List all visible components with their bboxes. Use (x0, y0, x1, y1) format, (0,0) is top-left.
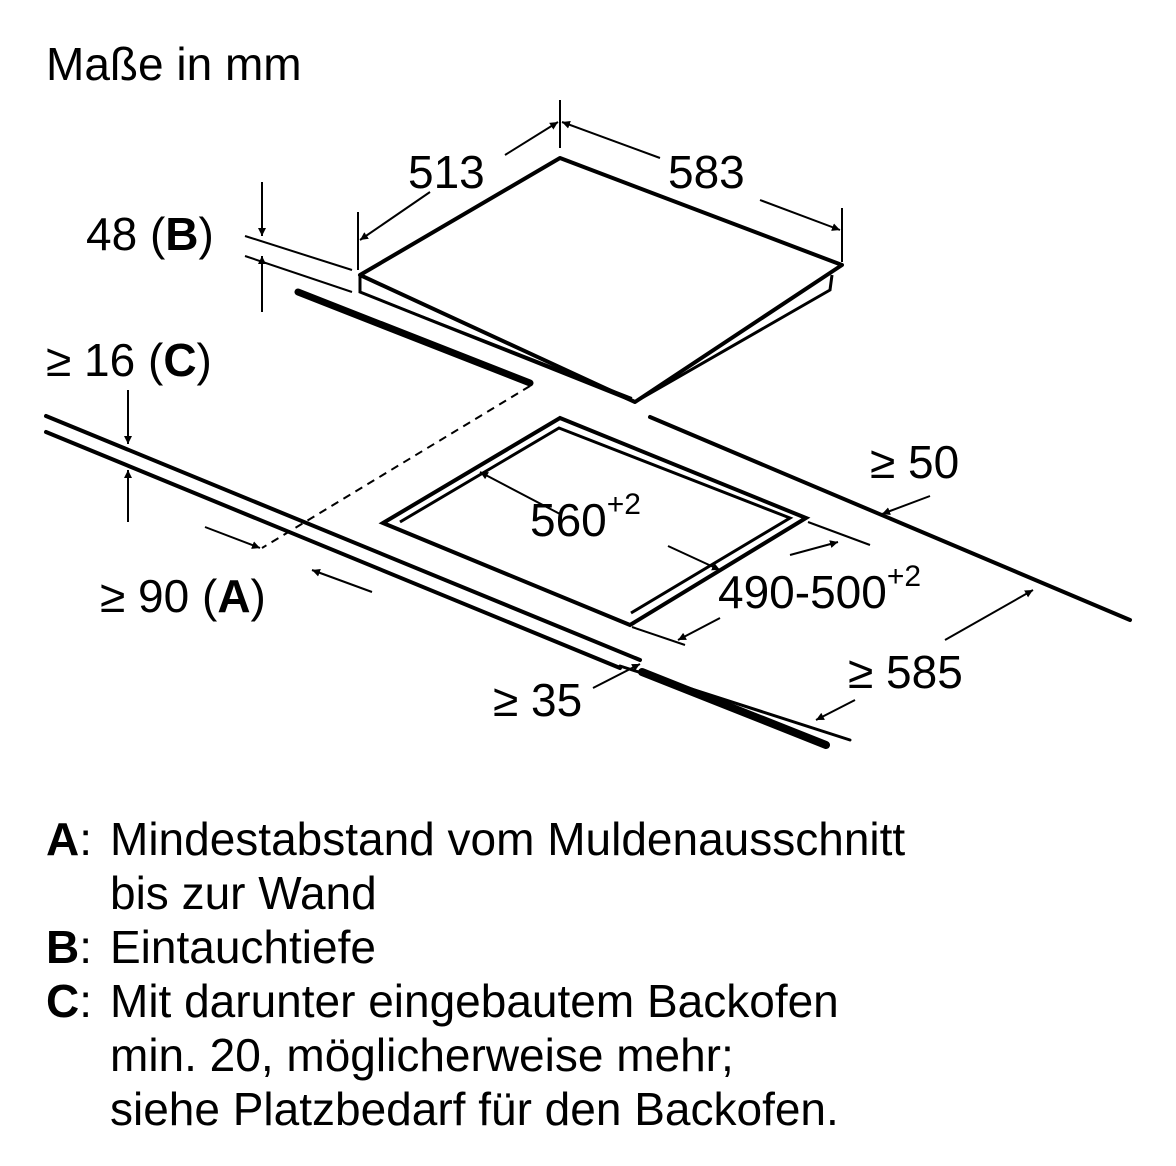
front-gap-label: ≥ 35 (493, 674, 582, 726)
legend-item-b: B: Eintauchtiefe (46, 920, 1156, 974)
depth-label: 583 (668, 146, 745, 198)
wall-gap-label: ≥ 90 (A) (100, 570, 266, 622)
counter-depth-label: ≥ 585 (848, 646, 963, 698)
legend-text: siehe Platzbedarf für den Backofen. (110, 1083, 839, 1135)
cutout-width-label: 560+2 (530, 488, 641, 546)
legend-item-a: A: Mindestabstand vom Muldenausschnitt b… (46, 812, 1156, 920)
hidden-edge (261, 385, 531, 549)
below-gap-label: ≥ 16 (C) (46, 334, 212, 386)
worktop (44, 288, 1132, 749)
legend-text: min. 20, möglicherweise mehr; (110, 1029, 734, 1081)
legend-key: A (46, 813, 80, 865)
back-gap-label: ≥ 50 (870, 436, 959, 488)
hob-body (358, 156, 844, 404)
legend-key: C (46, 975, 80, 1027)
legend-key: B (46, 921, 80, 973)
legend-text: Eintauchtiefe (110, 921, 376, 973)
width-label: 513 (408, 146, 485, 198)
legend: A: Mindestabstand vom Muldenausschnitt b… (46, 812, 1156, 1136)
immersion-depth-label: 48 (B) (86, 208, 214, 260)
legend-text: Mindestabstand vom Muldenausschnitt (110, 813, 906, 865)
dimension-lines (124, 100, 1034, 721)
cutout-depth-label: 490-500+2 (718, 560, 921, 618)
dimension-labels: 513 583 48 (B) ≥ 16 (C) ≥ 50 560+2 ≥ 90 … (46, 146, 963, 726)
legend-item-c: C: Mit darunter eingebautem Backofen min… (46, 974, 1156, 1136)
legend-text: bis zur Wand (110, 867, 377, 919)
legend-text: Mit darunter eingebautem Backofen (110, 975, 839, 1027)
units-title: Maße in mm (46, 38, 302, 90)
